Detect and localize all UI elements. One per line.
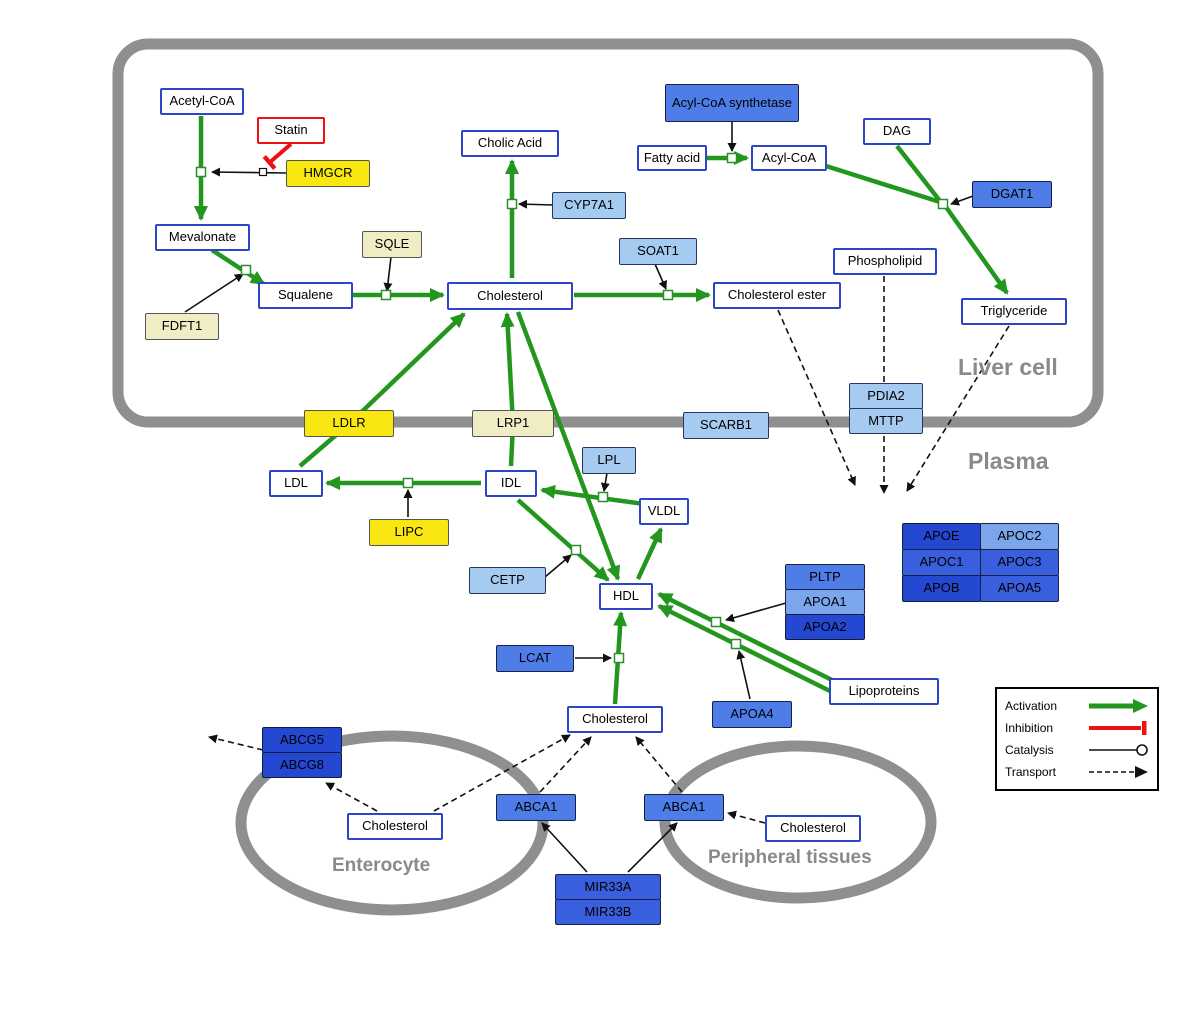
node-pltp[interactable]: PLTP — [785, 564, 865, 590]
node-fatty-acid[interactable]: Fatty acid — [637, 145, 707, 171]
node-apoa1[interactable]: APOA1 — [785, 589, 865, 615]
activation-edges — [194, 116, 1009, 705]
node-lrp1[interactable]: LRP1 — [472, 410, 554, 437]
node-soat1[interactable]: SOAT1 — [619, 238, 697, 265]
node-squalene[interactable]: Squalene — [258, 282, 353, 309]
node-apoe[interactable]: APOE — [902, 523, 981, 550]
node-ldl[interactable]: LDL — [269, 470, 323, 497]
node-mir33b[interactable]: MIR33B — [555, 899, 661, 925]
transport-edges — [208, 276, 1010, 824]
peripheral-tissues-label: Peripheral tissues — [708, 847, 872, 868]
legend-row-catalysis: Catalysis — [1005, 740, 1149, 760]
node-cyp7a1[interactable]: CYP7A1 — [552, 192, 626, 219]
transport-dashed-arrow-icon — [1089, 766, 1148, 778]
node-mttp[interactable]: MTTP — [849, 408, 923, 434]
node-fdft1[interactable]: FDFT1 — [145, 313, 219, 340]
inhibition-edge — [262, 142, 293, 171]
node-apoc3[interactable]: APOC3 — [980, 549, 1059, 576]
node-pdia2[interactable]: PDIA2 — [849, 383, 923, 409]
node-cholesterol-ester[interactable]: Cholesterol ester — [713, 282, 841, 309]
node-lipc[interactable]: LIPC — [369, 519, 449, 546]
legend-inhibition-label: Inhibition — [1005, 721, 1054, 735]
legend-row-inhibition: Inhibition — [1005, 718, 1149, 738]
node-phospholipid[interactable]: Phospholipid — [833, 248, 937, 275]
node-lpl[interactable]: LPL — [582, 447, 636, 474]
node-lcat[interactable]: LCAT — [496, 645, 574, 672]
node-apoc1[interactable]: APOC1 — [902, 549, 981, 576]
node-cholic-acid[interactable]: Cholic Acid — [461, 130, 559, 157]
node-cholesterol-liver[interactable]: Cholesterol — [447, 282, 573, 310]
node-dag[interactable]: DAG — [863, 118, 931, 145]
catalysis-circle-icon — [1089, 744, 1148, 756]
node-cetp[interactable]: CETP — [469, 567, 546, 594]
node-acetyl-coa[interactable]: Acetyl-CoA — [160, 88, 244, 115]
node-triglyceride[interactable]: Triglyceride — [961, 298, 1067, 325]
node-apoc2[interactable]: APOC2 — [980, 523, 1059, 550]
inhibition-tbar-icon — [1089, 721, 1147, 735]
node-acyl-coa-synthetase[interactable]: Acyl-CoA synthetase — [665, 84, 799, 122]
activation-arrow-icon — [1089, 699, 1148, 713]
catalysis-edges — [184, 122, 974, 873]
legend-row-activation: Activation — [1005, 696, 1149, 716]
node-abca1-right[interactable]: ABCA1 — [644, 794, 724, 821]
node-apob[interactable]: APOB — [902, 575, 981, 602]
node-apoa4[interactable]: APOA4 — [712, 701, 792, 728]
node-apoa2[interactable]: APOA2 — [785, 614, 865, 640]
node-lipoproteins[interactable]: Lipoproteins — [829, 678, 939, 705]
legend: Activation Inhibition Catalysis Transpor… — [995, 687, 1159, 791]
node-abca1-left[interactable]: ABCA1 — [496, 794, 576, 821]
legend-row-transport: Transport — [1005, 762, 1149, 782]
node-cholesterol-peripheral[interactable]: Cholesterol — [765, 815, 861, 842]
node-abcg5[interactable]: ABCG5 — [262, 727, 342, 753]
node-mir33a[interactable]: MIR33A — [555, 874, 661, 900]
node-ldlr[interactable]: LDLR — [304, 410, 394, 437]
plasma-label: Plasma — [968, 448, 1049, 474]
node-hmgcr[interactable]: HMGCR — [286, 160, 370, 187]
node-apoa5[interactable]: APOA5 — [980, 575, 1059, 602]
node-sqle[interactable]: SQLE — [362, 231, 422, 258]
liver-cell-label: Liver cell — [958, 354, 1058, 380]
node-cholesterol-plasma[interactable]: Cholesterol — [567, 706, 663, 733]
node-idl[interactable]: IDL — [485, 470, 537, 497]
node-cholesterol-enterocyte[interactable]: Cholesterol — [347, 813, 443, 840]
node-scarb1[interactable]: SCARB1 — [683, 412, 769, 439]
enterocyte-label: Enterocyte — [332, 855, 431, 876]
node-dgat1[interactable]: DGAT1 — [972, 181, 1052, 208]
legend-transport-label: Transport — [1005, 765, 1056, 779]
reaction-squares — [195, 152, 949, 664]
node-hdl[interactable]: HDL — [599, 583, 653, 610]
node-mevalonate[interactable]: Mevalonate — [155, 224, 250, 251]
legend-activation-label: Activation — [1005, 699, 1058, 713]
node-abcg8[interactable]: ABCG8 — [262, 752, 342, 778]
node-acyl-coa[interactable]: Acyl-CoA — [751, 145, 827, 171]
node-vldl[interactable]: VLDL — [639, 498, 689, 525]
node-statin[interactable]: Statin — [257, 117, 325, 144]
legend-catalysis-label: Catalysis — [1005, 743, 1054, 757]
